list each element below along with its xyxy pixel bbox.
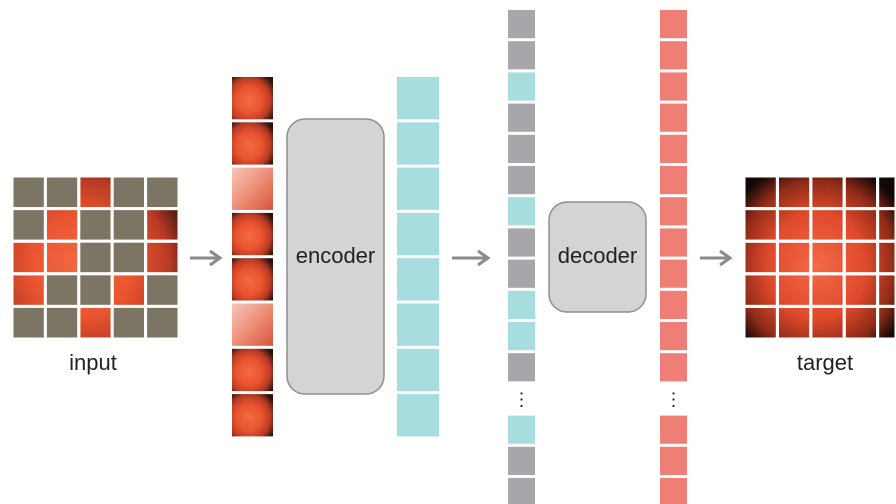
target-label: target	[797, 350, 853, 375]
masked-patch	[110, 239, 148, 276]
output-token	[660, 166, 687, 195]
mask-token	[508, 228, 535, 257]
masked-patch	[110, 304, 148, 341]
encoded-token	[397, 167, 439, 210]
patch-thumbnail	[232, 394, 273, 437]
output-token	[660, 134, 687, 163]
encoded-token	[397, 303, 439, 346]
mask-token	[508, 166, 535, 195]
encoded-token	[508, 322, 535, 351]
input-label: input	[69, 350, 117, 375]
masked-patch	[10, 207, 47, 243]
patch-thumbnail	[232, 77, 273, 120]
output-token	[660, 446, 687, 475]
input-image-grid	[10, 174, 181, 341]
encoded-token-column	[397, 77, 439, 437]
patch-thumbnail	[232, 303, 273, 346]
encoded-token	[397, 77, 439, 120]
ellipsis-icon: ⋮	[665, 389, 683, 409]
output-token	[660, 290, 687, 319]
mask-token	[508, 41, 535, 70]
patch-thumbnail	[232, 212, 273, 256]
encoded-token	[508, 415, 535, 444]
masked-patch	[10, 174, 47, 211]
encoder-block	[286, 118, 385, 395]
decoder-label: decoder	[558, 243, 638, 268]
output-token	[660, 415, 687, 444]
decoder-output-sequence: ⋮	[660, 10, 687, 504]
masked-patch	[43, 272, 81, 308]
target-image	[744, 176, 896, 339]
output-token	[660, 72, 687, 101]
masked-patch	[144, 304, 181, 341]
output-token	[660, 10, 687, 39]
output-token	[660, 353, 687, 382]
decoder-input-sequence: ⋮	[508, 10, 535, 504]
encoder-label: encoder	[296, 243, 376, 268]
masked-patch	[77, 239, 114, 276]
encoded-token	[508, 197, 535, 226]
masked-patch	[110, 174, 148, 211]
mask-token	[508, 446, 535, 475]
mask-token	[508, 10, 535, 39]
patch-thumbnail	[232, 348, 273, 392]
encoded-token	[397, 122, 439, 165]
mask-token	[508, 103, 535, 132]
output-token	[660, 41, 687, 70]
masked-patch	[110, 207, 148, 243]
arrow-icon	[452, 249, 491, 267]
encoded-token	[508, 72, 535, 101]
output-token	[660, 322, 687, 351]
encoded-token	[397, 258, 439, 301]
ellipsis-icon: ⋮	[513, 389, 531, 409]
masked-patch	[43, 304, 81, 341]
output-token	[660, 228, 687, 257]
decoder-block	[548, 201, 647, 313]
encoded-token	[397, 394, 439, 437]
masked-patch	[77, 272, 114, 308]
target-image-grid	[742, 174, 896, 341]
encoded-token	[397, 348, 439, 392]
mask-token	[508, 134, 535, 163]
encoded-token	[508, 290, 535, 319]
masked-patch	[144, 272, 181, 308]
output-token	[660, 103, 687, 132]
patch-thumbnail	[232, 258, 273, 301]
patch-thumbnail	[232, 167, 273, 210]
mask-token	[508, 353, 535, 382]
masked-patch	[144, 174, 181, 211]
masked-patch	[77, 207, 114, 243]
output-token	[660, 478, 687, 504]
output-token	[660, 197, 687, 226]
visible-patch-column	[232, 77, 273, 437]
mask-token	[508, 478, 535, 504]
masked-patch	[10, 304, 47, 341]
mask-token	[508, 259, 535, 288]
patch-thumbnail	[232, 122, 273, 165]
encoded-token	[397, 212, 439, 256]
output-token	[660, 259, 687, 288]
masked-patch	[43, 174, 81, 211]
arrow-icon	[190, 249, 223, 267]
arrow-icon	[700, 249, 733, 267]
